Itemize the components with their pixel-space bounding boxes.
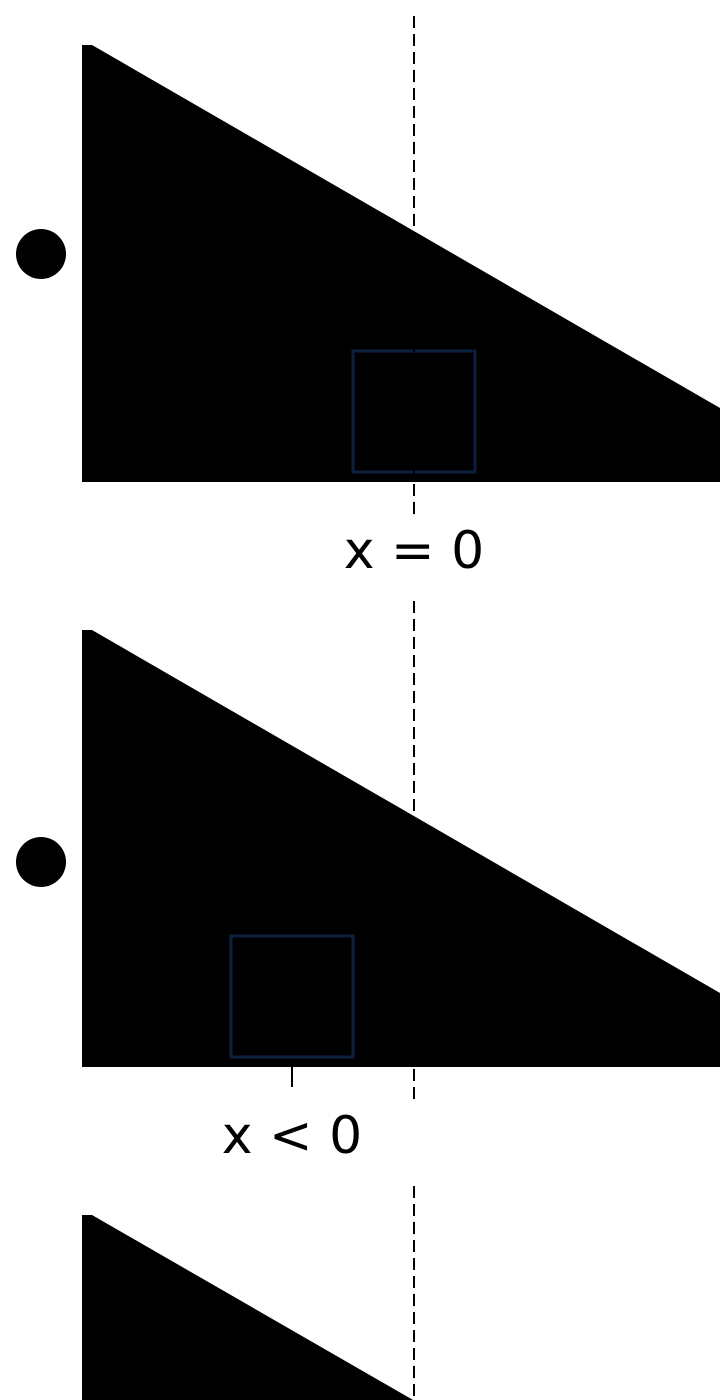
- wedge-1: [82, 45, 720, 482]
- panel-1: x = 0: [16, 16, 720, 581]
- block-2: [229, 934, 355, 1059]
- ball-2: [16, 837, 66, 887]
- position-label-2: x < 0: [222, 1106, 363, 1166]
- position-label-1: x = 0: [344, 521, 485, 581]
- ball-1: [16, 229, 66, 279]
- wedge-2: [82, 630, 720, 1067]
- panel-3: [82, 1186, 415, 1400]
- wedge-3: [82, 1215, 414, 1400]
- panel-2: x < 0: [16, 601, 720, 1166]
